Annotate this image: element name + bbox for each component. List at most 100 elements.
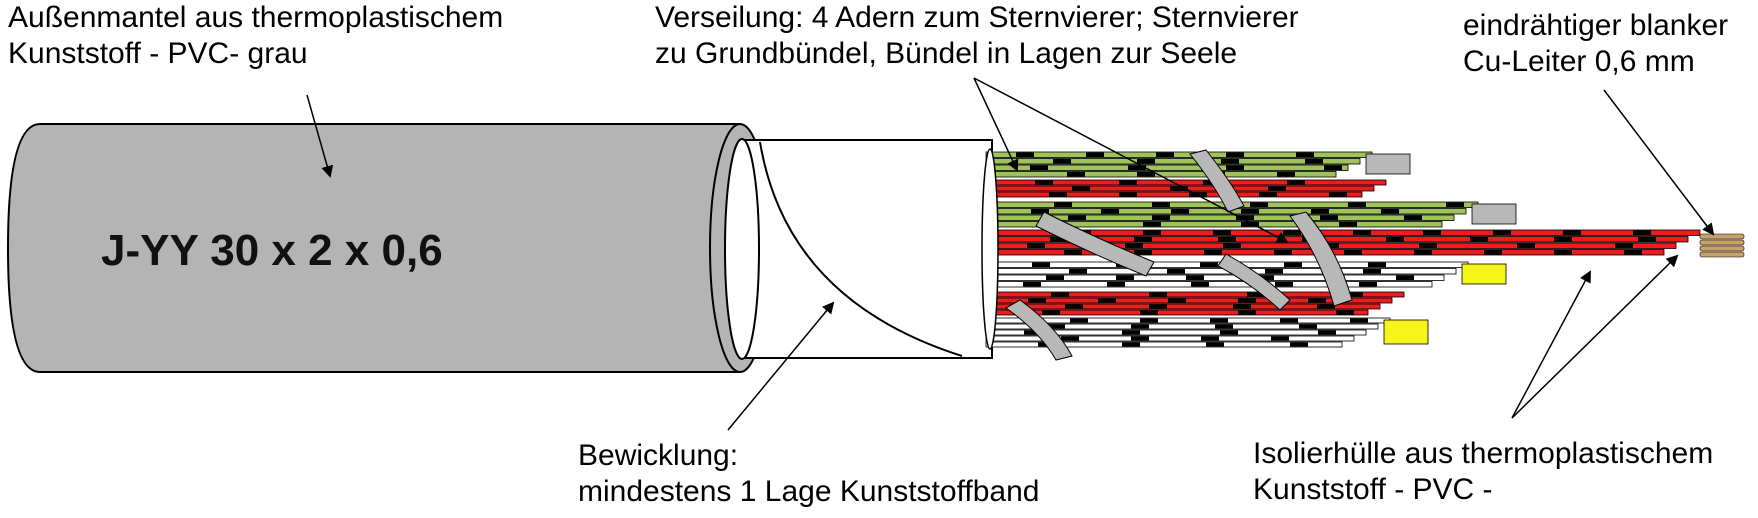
ring-mark [1107,282,1125,287]
ring-mark [1233,304,1251,309]
ring-mark [1086,152,1104,157]
ring-mark [1615,243,1633,248]
ring-mark [1305,159,1323,164]
ring-mark [1189,192,1207,197]
ring-mark [1061,336,1079,341]
ring-mark [1238,310,1256,315]
ring-mark [1167,269,1185,274]
label-stranding-line1: Verseilung: 4 Adern zum Sternvierer; Ste… [655,1,1299,34]
ring-mark [1116,275,1134,280]
ring-mark [1122,342,1140,347]
ring-mark [1517,243,1535,248]
binder-tape [1217,253,1291,311]
ring-mark [1470,237,1488,242]
ring-mark [1241,222,1259,227]
copper-wire [1699,251,1745,258]
ring-mark [1143,222,1161,227]
ring-mark [1070,318,1088,323]
ring-mark [1350,318,1368,323]
ring-mark [1359,282,1377,287]
ring-mark [1134,250,1152,255]
ring-mark [1204,250,1222,255]
ring-mark [1131,336,1149,341]
label-wrapping-line2: mindestens 1 Lage Kunststoffband [578,475,1040,508]
ring-mark [1119,180,1137,185]
ring-mark [1283,230,1301,235]
wrap-end-face [724,138,760,360]
binder-tape [1035,211,1155,277]
wrapping-tape [724,138,993,360]
ring-mark [1296,152,1314,157]
label-conductor: eindrähtiger blanker Cu-Leiter 0,6 mm [1463,8,1728,80]
ring-mark [1493,230,1511,235]
ring-mark [1046,275,1064,280]
ring-mark [1638,237,1656,242]
ring-mark [1042,310,1060,315]
ring-mark [1051,292,1069,297]
pointer-stranding-2 [973,77,1289,243]
ring-mark [1068,215,1086,220]
ring-mark [1201,336,1219,341]
label-stranding-line2: zu Grundbündel, Bündel in Lagen zur Seel… [655,37,1238,70]
ring-mark [1031,209,1049,214]
ring-mark [1299,324,1317,329]
pointer-stranding-1 [973,77,1019,172]
ring-mark [1368,262,1386,267]
core-strand [985,268,1457,275]
binder-tape [1189,149,1245,213]
ring-mark [1122,330,1140,335]
ring-mark [1275,282,1293,287]
ring-mark [1414,250,1432,255]
pointer-conductor [1603,89,1715,236]
ring-mark [1016,152,1034,157]
pointer-insulation-1 [1511,270,1591,419]
core-end-face [981,148,999,350]
core-strand [985,191,1363,198]
ring-mark [1218,237,1236,242]
ring-mark [1624,250,1642,255]
pointer-jacket [306,94,334,178]
ring-mark [1353,230,1371,235]
ring-mark [1317,304,1335,309]
ring-mark [1280,318,1298,323]
ring-mark [1152,202,1170,207]
ring-mark [1241,209,1259,214]
ring-mark [1236,215,1254,220]
core-tip [1461,263,1507,285]
core-strand [985,229,1701,236]
copper-wire [1699,239,1745,246]
ring-mark [1028,298,1046,303]
ring-mark [1256,275,1274,280]
ring-mark [1128,165,1146,170]
ring-mark [1226,152,1244,157]
ring-mark [1149,304,1167,309]
copper-wire [1699,233,1745,240]
jacket-body [6,123,741,373]
ring-mark [1247,292,1265,297]
ring-mark [1156,152,1174,157]
ring-mark [1023,282,1041,287]
ring-mark [1047,324,1065,329]
ring-mark [1554,237,1572,242]
core-tip [1471,203,1517,225]
ring-mark [1484,250,1502,255]
ring-mark [1049,192,1067,197]
ring-mark [1290,342,1308,347]
core-strand [985,151,1373,158]
ring-mark [1143,230,1161,235]
ring-mark [1223,243,1241,248]
ring-mark [1277,172,1295,177]
ring-mark [1363,269,1381,274]
ring-mark [1221,159,1239,164]
pointer-insulation-2 [1511,254,1679,419]
ring-mark [1125,243,1143,248]
ring-mark [1396,275,1414,280]
label-insulation: Isolierhülle aus thermoplastischem Kunst… [1253,436,1713,508]
ring-mark [1339,222,1357,227]
ring-mark [1140,310,1158,315]
ring-mark [1072,186,1090,191]
ring-mark [1423,230,1441,235]
ring-mark [1226,165,1244,170]
ring-mark [1381,209,1399,214]
